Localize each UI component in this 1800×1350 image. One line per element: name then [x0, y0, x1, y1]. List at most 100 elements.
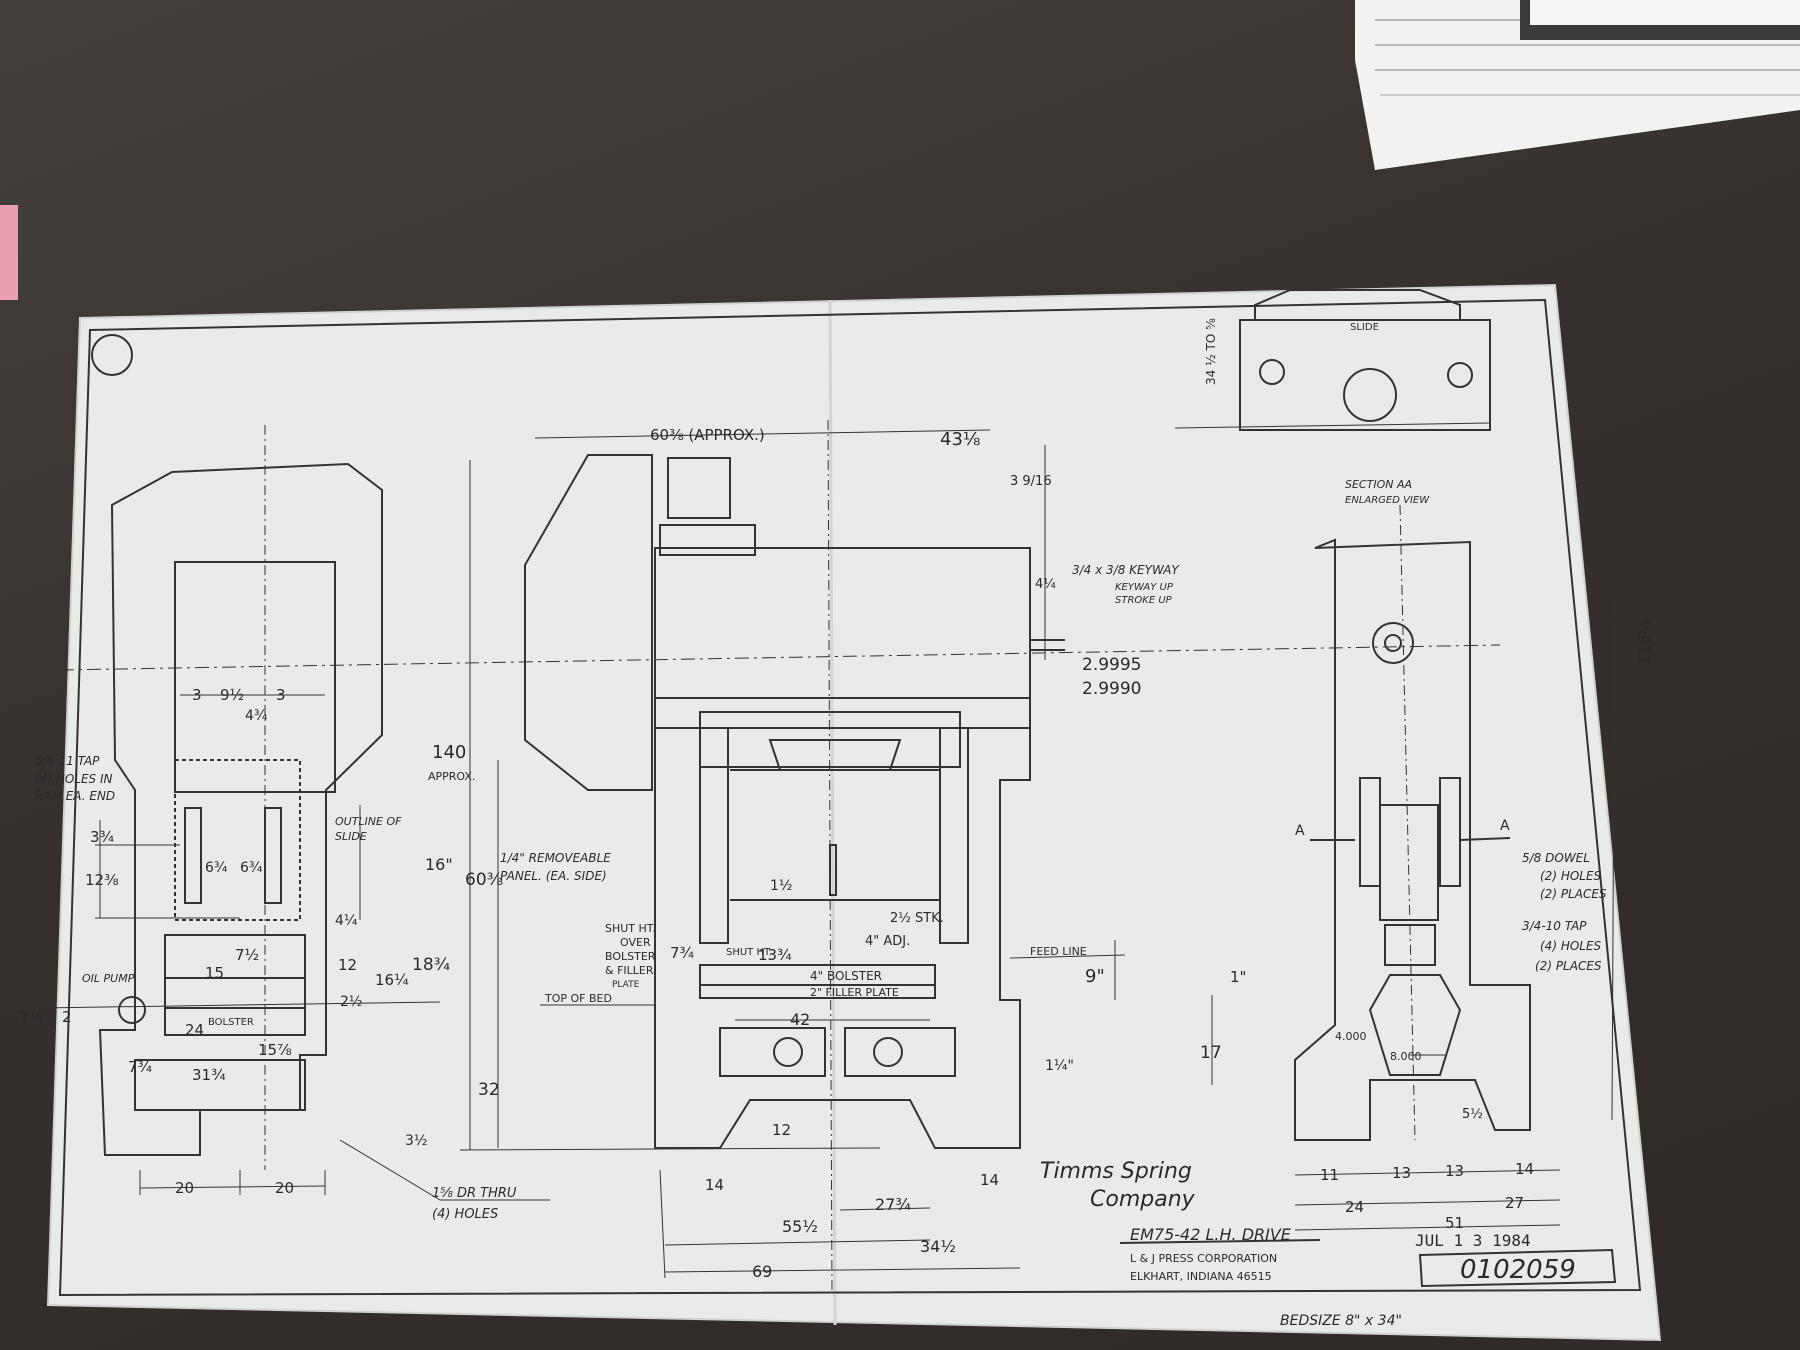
side-bolster-label: 4" BOLSTER: [810, 969, 882, 983]
end-dim-5-1-2: 5½: [1462, 1107, 1483, 1122]
paper: [46, 283, 1662, 1342]
front-dim-12-3-8: 12⅜: [85, 871, 119, 889]
shut-ht-note-1: SHUT HT.: [605, 922, 656, 935]
company-line-1: Timms Spring: [1040, 1159, 1192, 1184]
shut-ht-note-2: OVER: [620, 936, 651, 949]
end-dim-24: 24: [1345, 1198, 1364, 1216]
end-dim-17: 17: [1200, 1043, 1222, 1063]
front-dim-2-1-2: 2½: [340, 994, 362, 1010]
outline-note-2: SLIDE: [335, 830, 367, 843]
bed-size-note: BEDSIZE 8" x 34": [1280, 1313, 1402, 1329]
front-dim-20a: 20: [175, 1179, 194, 1197]
side-dim-3-9-16: 3 9/16: [1010, 474, 1052, 489]
side-dim-7-3-4: 7¾: [670, 944, 695, 962]
side-dim-13-3-4: 13¾: [758, 946, 792, 964]
shut-ht-note-4: & FILLER: [605, 964, 654, 977]
dowel-note-2: (2) HOLES: [1540, 869, 1602, 883]
keyway-note-3: STROKE UP: [1115, 595, 1173, 606]
section-slide-label: SLIDE: [1350, 322, 1379, 333]
side-dim-69: 69: [752, 1262, 772, 1281]
dowel-note-3: (2) PLACES: [1540, 887, 1607, 901]
end-dim-1: 1": [1230, 968, 1246, 986]
model-number: EM75-42 L.H. DRIVE: [1130, 1225, 1292, 1244]
shut-ht-note-3: BOLSTER: [605, 950, 656, 963]
side-dim-14b: 14: [980, 1171, 999, 1189]
front-dim-9-1-2: 9½: [220, 686, 244, 704]
dowel-note-1: 5/8 DOWEL: [1522, 851, 1590, 865]
front-dim-3a: 3: [192, 686, 202, 704]
shaft-dim-lower: 2.9990: [1082, 679, 1141, 699]
front-dim-140: 140: [432, 742, 466, 763]
company-line-2: Company: [1090, 1187, 1196, 1212]
section-a-right: A: [1500, 818, 1510, 834]
front-dim-16-1-4: 16¼: [375, 971, 409, 989]
front-dim-6-3-4b: 6¾: [240, 860, 263, 876]
front-dim-7-3-4: 7¾: [128, 1058, 153, 1076]
front-dim-4-3-4: 4¾: [245, 708, 268, 724]
oil-pump-label: OIL PUMP: [82, 972, 135, 985]
front-dim-3-3-4: 3¾: [90, 828, 115, 846]
end-dim-13a: 13: [1392, 1164, 1411, 1182]
title-block-frame: [1119, 1239, 1617, 1288]
tap-end-note-2: (4) HOLES: [1540, 939, 1602, 953]
paper-stack: [1355, 0, 1800, 170]
shaft-dim-upper: 2.9995: [1082, 655, 1141, 675]
front-dim-32: 32: [478, 1080, 500, 1100]
end-view-frame: [1211, 504, 1616, 1231]
front-dim-2: 2: [62, 1008, 72, 1026]
end-dim-8000: 8.000: [1390, 1050, 1422, 1063]
end-dim-11: 11: [1320, 1166, 1339, 1184]
outline-note-1: OUTLINE OF: [335, 815, 402, 828]
hole-note-2: (4) HOLES: [432, 1207, 498, 1222]
front-dim-6-3-4a: 6¾: [205, 860, 228, 876]
maker-name: L & J PRESS CORPORATION: [1130, 1252, 1277, 1265]
date-stamp: JUL 1 3 1984: [1415, 1231, 1531, 1250]
feed-line-label: FEED LINE: [1030, 945, 1087, 958]
side-dim-4-adj: 4" ADJ.: [865, 934, 910, 949]
front-dim-18-3-4: 18¾: [412, 955, 450, 975]
maker-location: ELKHART, INDIANA 46515: [1130, 1270, 1272, 1283]
side-dim-14a: 14: [705, 1176, 724, 1194]
panel-note-1: 1/4" REMOVEABLE: [500, 851, 611, 865]
drawing-border: [58, 298, 1642, 1297]
front-dim-24: 24: [185, 1021, 204, 1039]
side-dim-27-3-4: 27¾: [875, 1195, 911, 1214]
side-view-frame: [524, 419, 1126, 1291]
tap-note-1: 5/8-11 TAP: [35, 754, 100, 768]
tap-end-note-3: (2) PLACES: [1535, 959, 1602, 973]
end-dim-51: 51: [1445, 1214, 1464, 1232]
side-dim-34-1-2: 34½: [920, 1237, 956, 1256]
section-title-2: ENLARGED VIEW: [1345, 495, 1430, 506]
front-dim-7-1-2: 7½: [235, 946, 259, 964]
end-dim-116: 116⅝: [1635, 619, 1654, 665]
section-title-1: SECTION AA: [1345, 478, 1412, 491]
end-dim-4000: 4.000: [1335, 1030, 1367, 1043]
front-dim-16: 16": [425, 855, 453, 874]
front-dim-20b: 20: [275, 1179, 294, 1197]
tap-end-note-1: 3/4-10 TAP: [1522, 919, 1587, 933]
front-dim-12: 12: [338, 956, 357, 974]
front-dim-4-1-4: 4¼: [335, 913, 358, 929]
side-dim-42: 42: [790, 1010, 810, 1029]
front-dim-3b: 3: [276, 686, 286, 704]
section-aa-frame: [1174, 289, 1491, 431]
pink-sticky-tab: [0, 205, 18, 300]
side-dim-1-4: 1¼": [1045, 1058, 1074, 1074]
top-of-bed-label: TOP OF BED: [544, 992, 612, 1005]
front-dim-15-7-8: 15⅞: [258, 1041, 292, 1059]
front-approx-label: APPROX.: [428, 770, 475, 783]
side-dim-4-1-4: 4¼: [1035, 577, 1056, 592]
side-dim-2-1-2-stk: 2½ STK.: [890, 911, 944, 926]
shut-ht-note-5: PLATE: [612, 980, 640, 990]
filler-plate-label: 2" FILLER PLATE: [810, 986, 899, 999]
front-dim-60-3-8: 60⅜: [465, 870, 503, 890]
section-dim-34: 34 ½ TO ⅝: [1204, 318, 1218, 385]
side-dim-9: 9": [1085, 966, 1105, 987]
section-a-left: A: [1295, 823, 1305, 839]
side-top-dim-60: 60⅜ (APPROX.): [650, 426, 765, 444]
panel-note-2: PANEL. (EA. SIDE): [500, 869, 607, 883]
side-dim-55-1-2: 55½: [782, 1217, 818, 1236]
tap-note-3: RAM EA. END: [35, 789, 115, 803]
drawing-number: 0102059: [1460, 1255, 1576, 1285]
front-dim-3-1-2: 3½: [405, 1133, 427, 1149]
